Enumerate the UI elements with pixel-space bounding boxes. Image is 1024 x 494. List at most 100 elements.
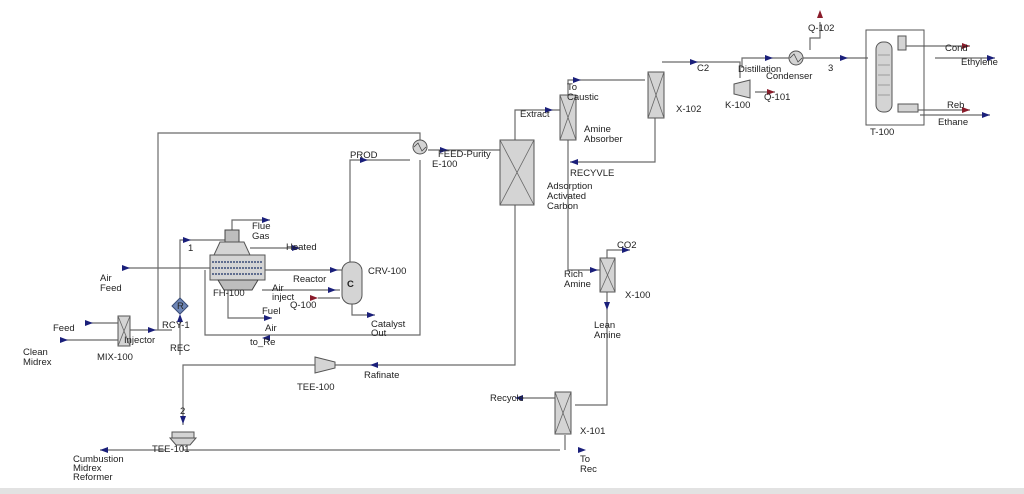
arrow-ethylene	[987, 55, 995, 61]
column-x-101[interactable]	[554, 391, 572, 435]
mixer-mix-100[interactable]	[117, 315, 131, 347]
label-e-100: E-100	[432, 159, 457, 170]
label-fuel: Fuel	[262, 306, 280, 317]
label-feed-purity: FEED-Purity	[438, 149, 491, 160]
arrow-air-inject	[328, 287, 336, 293]
arrow-recyvle	[570, 159, 578, 165]
label-stream-1: 1	[188, 243, 193, 254]
stream-lines	[60, 22, 995, 451]
distillation-column-t-100[interactable]	[865, 29, 925, 126]
fired-heater-fh-100[interactable]	[209, 229, 266, 291]
arrow-prod	[360, 157, 368, 163]
label-rcy-1: RCY-1	[162, 320, 190, 331]
label-to-caustic-2: Caustic	[567, 92, 599, 103]
label-condenser: Condenser	[766, 71, 812, 82]
equipment: R C	[117, 29, 925, 446]
recycle-block-rcy-1[interactable]: R	[171, 297, 189, 315]
tee-tee-100[interactable]	[314, 356, 336, 374]
label-lean-amine-2: Amine	[594, 330, 621, 341]
labels: Q-102 C2 Distillation Condenser 3 Cond E…	[23, 23, 998, 483]
label-amine-absorber-2: Absorber	[584, 134, 623, 145]
arrow-distillation	[765, 55, 773, 61]
label-to-rec-2: Rec	[580, 464, 597, 475]
arrow-feed-purity	[440, 147, 448, 153]
arrow-clean-midrex	[60, 337, 68, 343]
arrow-rec	[177, 314, 183, 322]
label-cond: Cond	[945, 43, 968, 54]
arrow-stream-1	[183, 237, 191, 243]
arrow-air-to-re	[262, 335, 270, 341]
label-x-101: X-101	[580, 426, 605, 437]
label-to-caustic-1: To	[567, 82, 577, 93]
label-clean-midrex-1: Clean	[23, 347, 48, 358]
amine-absorber[interactable]	[559, 94, 577, 141]
label-crv-100: CRV-100	[368, 266, 406, 277]
label-x-102: X-102	[676, 104, 701, 115]
stream-arrows	[60, 10, 995, 453]
label-q-102: Q-102	[808, 23, 834, 34]
label-air-to-re-1: Air	[265, 323, 277, 334]
label-to-rec-1: To	[580, 454, 590, 465]
tee-tee-101[interactable]	[168, 431, 198, 446]
arrow-stream-2	[180, 416, 186, 424]
label-recycle: Recycle	[490, 393, 524, 404]
label-reactor: Reactor	[293, 274, 326, 285]
label-distillation: Distillation	[738, 64, 781, 75]
arrow-to-rec	[578, 447, 586, 453]
arrow-q-100	[310, 295, 318, 301]
arrow-co2	[622, 247, 630, 253]
label-x-100: X-100	[625, 290, 650, 301]
compressor-k-100[interactable]	[733, 79, 751, 99]
column-x-102[interactable]	[647, 71, 665, 119]
arrow-fuel	[264, 315, 272, 321]
label-reb: Reb	[947, 100, 964, 111]
label-flue-gas-1: Flue	[252, 221, 270, 232]
arrow-q-102	[817, 10, 823, 18]
arrow-feed	[85, 320, 93, 326]
label-adsorption-3: Carbon	[547, 201, 578, 212]
label-amine-absorber-1: Amine	[584, 124, 611, 135]
label-air-inject-1: Air	[272, 283, 284, 294]
label-q-100: Q-100	[290, 300, 316, 311]
label-ethane: Ethane	[938, 117, 968, 128]
label-flue-gas-2: Gas	[252, 231, 270, 242]
label-rich-amine-1: Rich	[564, 269, 583, 280]
label-ethylene: Ethylene	[961, 57, 998, 68]
label-adsorption-2: Activated	[547, 191, 586, 202]
label-tee-100: TEE-100	[297, 382, 335, 393]
label-mix-100: MIX-100	[97, 352, 133, 363]
label-lean-amine-1: Lean	[594, 320, 615, 331]
arrow-rich-amine	[590, 267, 598, 273]
label-t-100: T-100	[870, 127, 894, 138]
reactor-crv-100[interactable]: C	[341, 261, 363, 305]
label-c2: C2	[697, 63, 709, 74]
condenser[interactable]	[788, 50, 804, 66]
arrow-reb	[962, 107, 970, 113]
label-catalyst-2: Out	[371, 328, 387, 339]
label-rec: REC	[170, 343, 190, 354]
label-rich-amine-2: Amine	[564, 279, 591, 290]
svg-text:C: C	[347, 279, 354, 290]
arrow-heated	[292, 245, 300, 251]
adsorption-column[interactable]	[499, 139, 535, 206]
label-stream-2: 2	[180, 406, 185, 417]
label-feed: Feed	[53, 323, 75, 334]
label-stream-3: 3	[828, 63, 833, 74]
label-catalyst-1: Catalyst	[371, 319, 406, 330]
arrow-ethane	[982, 112, 990, 118]
label-adsorption-1: Adsorption	[547, 181, 592, 192]
arrow-cond	[962, 43, 970, 49]
arrow-combustion	[100, 447, 108, 453]
column-x-100[interactable]	[599, 257, 616, 293]
label-air-feed-1: Air	[100, 273, 112, 284]
label-clean-midrex-2: Midrex	[23, 357, 52, 368]
label-combustion-1: Cumbustion	[73, 454, 124, 465]
arrow-to-caustic	[573, 77, 581, 83]
heat-exchanger-e-100[interactable]	[412, 139, 428, 155]
svg-text:R: R	[177, 301, 184, 312]
label-recyvle: RECYVLE	[570, 168, 614, 179]
arrow-q-101	[767, 89, 775, 95]
arrow-lean-amine	[604, 302, 610, 310]
label-fh-100: FH-100	[213, 288, 245, 299]
